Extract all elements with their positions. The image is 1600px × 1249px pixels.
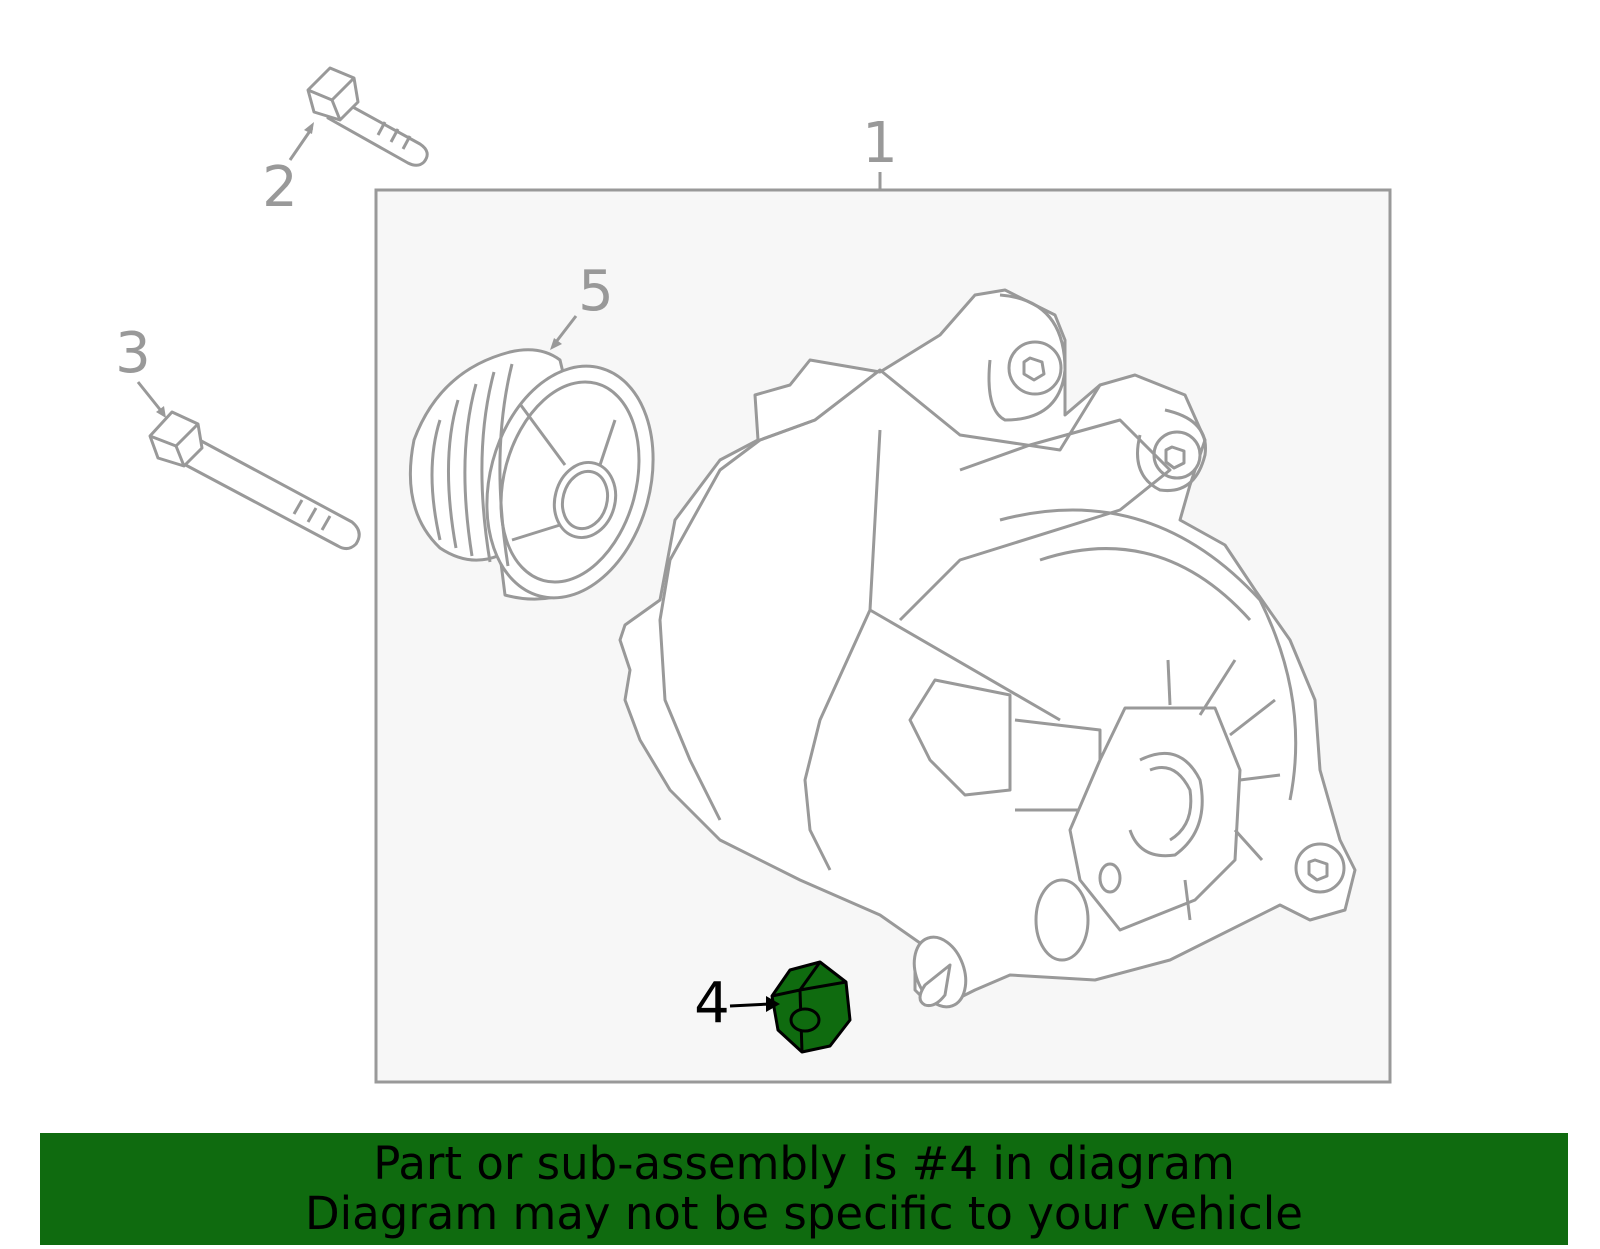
callout-2-leader: [288, 127, 314, 161]
banner-line-disclaimer: Diagram may not be specific to your vehi…: [305, 1187, 1303, 1240]
callout-3-arrowhead: [156, 406, 166, 418]
callout-3[interactable]: 3: [115, 321, 151, 386]
callout-2[interactable]: 2: [262, 155, 298, 220]
bolt-2-drawing[interactable]: [306, 66, 429, 167]
nut-4-drawing[interactable]: [770, 960, 852, 1054]
part-info-banner: Part or sub-assembly is #4 in diagram Di…: [40, 1133, 1568, 1245]
callout-4[interactable]: 4: [694, 971, 730, 1036]
banner-line-part: Part or sub-assembly is #4 in diagram: [373, 1137, 1235, 1190]
callout-1[interactable]: 1: [862, 111, 898, 176]
callout-2-arrowhead: [304, 122, 314, 134]
callout-4-leader: [729, 1002, 771, 1008]
callout-5-arrowhead: [550, 338, 562, 350]
pulley-5-drawing[interactable]: [408, 347, 677, 616]
callout-4-arrowhead: [766, 996, 780, 1012]
alternator-1-drawing[interactable]: [618, 288, 1357, 1014]
bolt-3-drawing[interactable]: [148, 410, 361, 551]
callout-3-leader: [136, 381, 164, 413]
callout-5[interactable]: 5: [578, 259, 614, 324]
callout-5-leader: [554, 315, 578, 343]
